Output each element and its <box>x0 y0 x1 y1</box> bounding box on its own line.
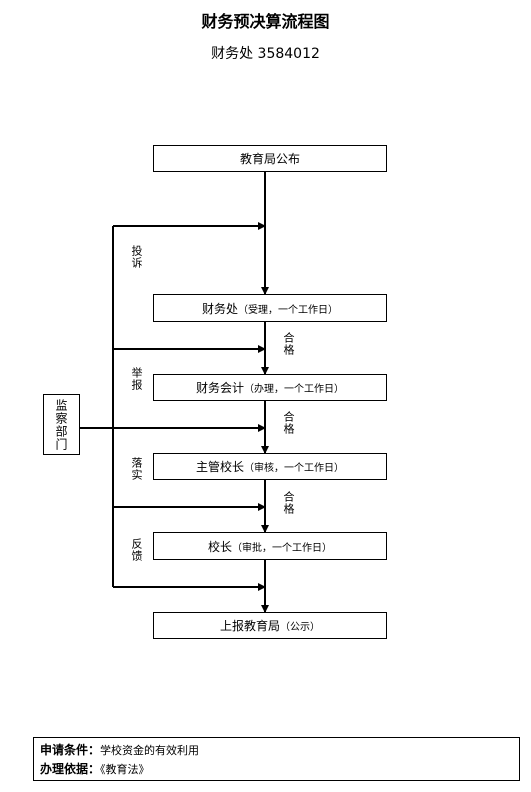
monitor-department: 监察部门 <box>43 394 80 455</box>
step-label: 上报教育局 <box>219 619 280 633</box>
step-note: （受理，一个工作日） <box>238 304 338 316</box>
step-label: 财务会计 <box>195 381 244 395</box>
arrow-label-qualified: 合格 <box>282 332 295 356</box>
step-label: 校长 <box>207 539 232 554</box>
info-footer: 申请条件：学校资金的有效利用 办理依据：《教育法》 <box>33 737 520 781</box>
page-title: 财务预决算流程图 <box>201 12 330 31</box>
step-label: 财务处 <box>201 301 238 316</box>
condition-label: 申请条件： <box>40 743 101 757</box>
side-label-implement: 落实 <box>130 457 143 481</box>
side-label-complaint: 投诉 <box>130 245 143 269</box>
step-note: （公示） <box>280 622 320 633</box>
side-label-feedback: 反馈 <box>130 538 143 562</box>
basis-label: 办理依据： <box>40 762 101 776</box>
step-accountant: 财务会计（办理，一个工作日） <box>153 374 387 401</box>
step-vice-principal: 主管校长（审核，一个工作日） <box>153 453 387 480</box>
step-note: （办理，一个工作日） <box>244 384 344 395</box>
basis-text: 《教育法》 <box>100 763 150 776</box>
arrow-label-qualified: 合格 <box>282 411 295 435</box>
step-report-education-bureau: 上报教育局（公示） <box>153 612 387 639</box>
basis-row: 办理依据：《教育法》 <box>40 760 513 779</box>
step-education-bureau-announce: 教育局公布 <box>153 145 387 172</box>
step-principal: 校长（审批，一个工作日） <box>153 532 387 560</box>
step-note: （审批，一个工作日） <box>232 542 332 554</box>
step-finance-office: 财务处（受理，一个工作日） <box>153 294 387 322</box>
step-label: 主管校长 <box>195 460 244 474</box>
step-note: （审核，一个工作日） <box>244 463 344 474</box>
condition-row: 申请条件：学校资金的有效利用 <box>40 741 513 760</box>
page-subtitle: 财务处 3584012 <box>211 46 320 62</box>
step-label: 教育局公布 <box>239 152 300 166</box>
arrow-label-qualified: 合格 <box>282 491 295 515</box>
condition-text: 学校资金的有效利用 <box>100 744 200 757</box>
side-label-report: 举报 <box>130 367 143 391</box>
